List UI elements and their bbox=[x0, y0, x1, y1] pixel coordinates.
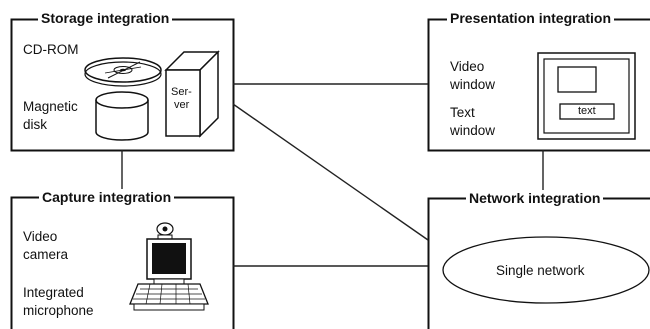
microphone-label-line2: microphone bbox=[23, 303, 94, 318]
text-box-label: text bbox=[578, 105, 596, 117]
text-window-label-line2: window bbox=[450, 123, 496, 138]
presentation-title: Presentation integration bbox=[447, 10, 615, 26]
magnetic-disk-icon bbox=[95, 91, 149, 141]
cdrom-icon bbox=[84, 57, 162, 87]
text-window-label-line1: Text bbox=[450, 105, 475, 120]
storage-title: Storage integration bbox=[38, 10, 173, 26]
video-window-label-line2: window bbox=[450, 77, 496, 92]
text-window-box bbox=[559, 103, 615, 120]
server-label-line2: ver bbox=[174, 99, 190, 111]
workstation-icon bbox=[129, 222, 209, 311]
link-storage-network bbox=[232, 103, 429, 241]
video-camera-label-line1: Video bbox=[23, 229, 58, 244]
capture-title: Capture integration bbox=[39, 189, 175, 205]
single-network-label: Single network bbox=[496, 263, 585, 278]
video-camera-label-line2: camera bbox=[23, 247, 69, 262]
magnetic-disk-label-line2: disk bbox=[23, 117, 48, 132]
presentation-monitor-icon bbox=[537, 52, 636, 140]
microphone-label-line1: Integrated bbox=[23, 285, 84, 300]
cdrom-label: CD-ROM bbox=[23, 42, 79, 57]
single-network-ellipse bbox=[442, 236, 650, 304]
video-window-label-line1: Video bbox=[450, 59, 485, 74]
server-label-line1: Ser- bbox=[171, 86, 192, 98]
video-window-box bbox=[557, 66, 597, 93]
magnetic-disk-label-line1: Magnetic bbox=[23, 99, 78, 114]
network-title: Network integration bbox=[466, 190, 604, 206]
server-icon bbox=[164, 50, 220, 138]
